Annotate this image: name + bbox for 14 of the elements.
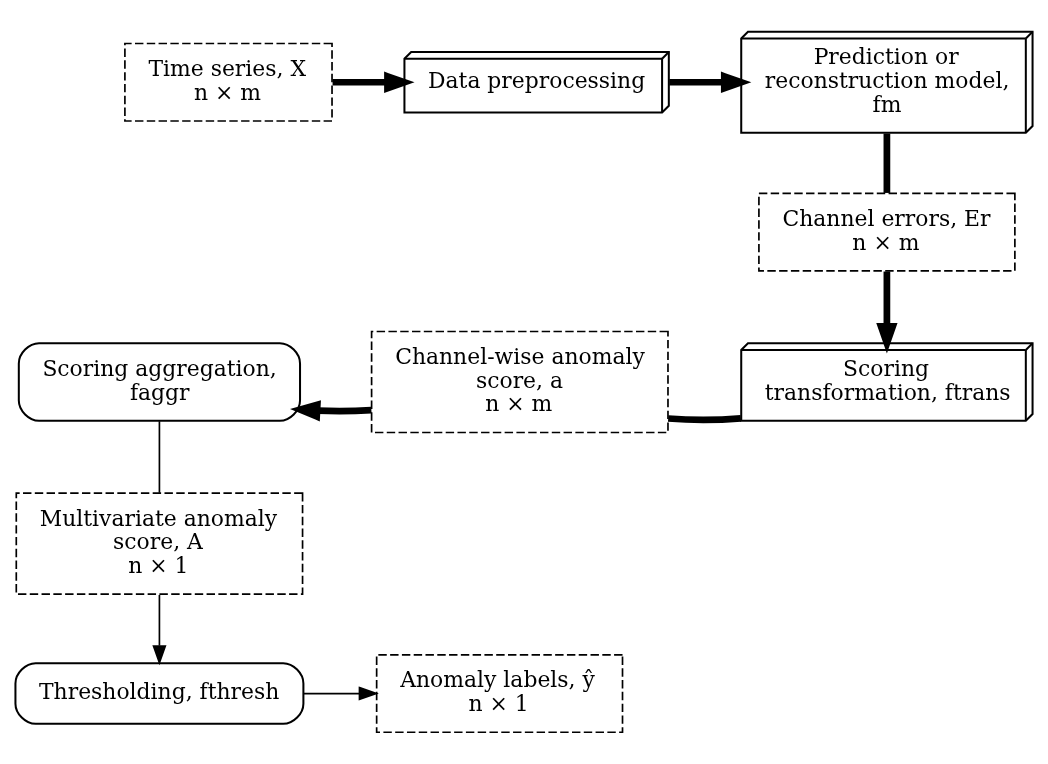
node-box: Time series, X n × m bbox=[124, 42, 333, 122]
node-box: Multivariate anomaly score, A n × 1 bbox=[15, 492, 304, 595]
connector bbox=[667, 414, 742, 424]
connector bbox=[158, 420, 161, 494]
arrow bbox=[290, 400, 372, 422]
node-box: Scoring aggregation, faggr bbox=[17, 342, 302, 422]
node-box: Channel errors, Er n × m bbox=[758, 192, 1016, 272]
arrow bbox=[302, 686, 379, 701]
arrow bbox=[152, 594, 167, 666]
arrow bbox=[876, 271, 898, 354]
node-box: Channel-wise anomaly score, a n × m bbox=[370, 330, 669, 434]
node-box: Thresholding, fthresh bbox=[14, 662, 305, 725]
arrow bbox=[332, 71, 415, 93]
node-box: Anomaly labels, ŷ n × 1 bbox=[375, 653, 624, 734]
